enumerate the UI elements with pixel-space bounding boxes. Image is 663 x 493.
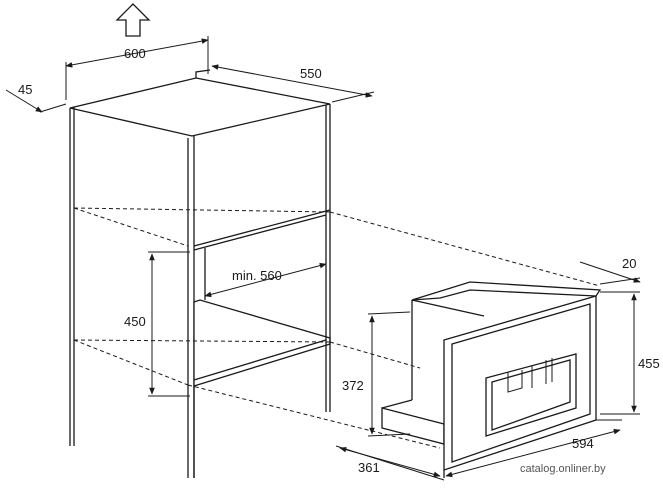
dimension-lines <box>5 36 641 481</box>
dim-appliance-width: 594 <box>572 436 594 451</box>
watermark: catalog.onliner.by <box>520 463 606 475</box>
projection-lines <box>73 207 601 449</box>
dim-cabinet-width: 600 <box>124 46 146 61</box>
dim-appliance-front-depth: 20 <box>622 256 636 271</box>
dim-appliance-body-height: 372 <box>342 378 364 393</box>
dim-niche-min-depth: min. 560 <box>232 268 282 283</box>
dim-cabinet-side-offset: 45 <box>18 82 32 97</box>
dim-appliance-body-depth: 361 <box>358 460 380 475</box>
kitchen-cabinet <box>69 69 331 478</box>
built-in-appliance <box>381 281 602 478</box>
up-arrow-icon <box>115 3 151 37</box>
dim-appliance-height: 455 <box>638 356 660 371</box>
dim-cabinet-depth: 550 <box>300 66 322 81</box>
dim-niche-height: 450 <box>124 314 146 329</box>
